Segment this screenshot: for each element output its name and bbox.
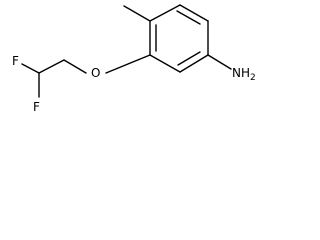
ch2-chf2-bond	[38, 59, 65, 74]
ring-bond-lower-right	[179, 54, 209, 73]
methyl-bond	[123, 5, 151, 22]
chemical-structure: F F O NH2	[12, 4, 256, 114]
fluorine-top-label: F	[12, 54, 19, 68]
ring-bond-top	[149, 4, 181, 22]
ring-double-bond-bottom-right	[177, 51, 201, 66]
atom-labels: F F O NH2	[12, 54, 256, 114]
ring-amine-bond	[207, 54, 232, 70]
bonds	[21, 4, 232, 98]
amine-main-text: NH	[232, 66, 250, 80]
fluorine-bottom-label: F	[33, 100, 40, 114]
amine-subscript: 2	[250, 73, 256, 83]
ring-bond-upper-right	[179, 4, 209, 22]
amine-label: NH2	[232, 66, 256, 83]
c-f-top-bond	[21, 63, 40, 74]
oxygen-ch2-bond	[63, 59, 87, 74]
oxygen-label: O	[91, 66, 100, 80]
ring-bond-lower-left	[149, 54, 181, 73]
ring-oxygen-bond	[105, 54, 151, 74]
ring-double-bond-top	[176, 10, 201, 25]
